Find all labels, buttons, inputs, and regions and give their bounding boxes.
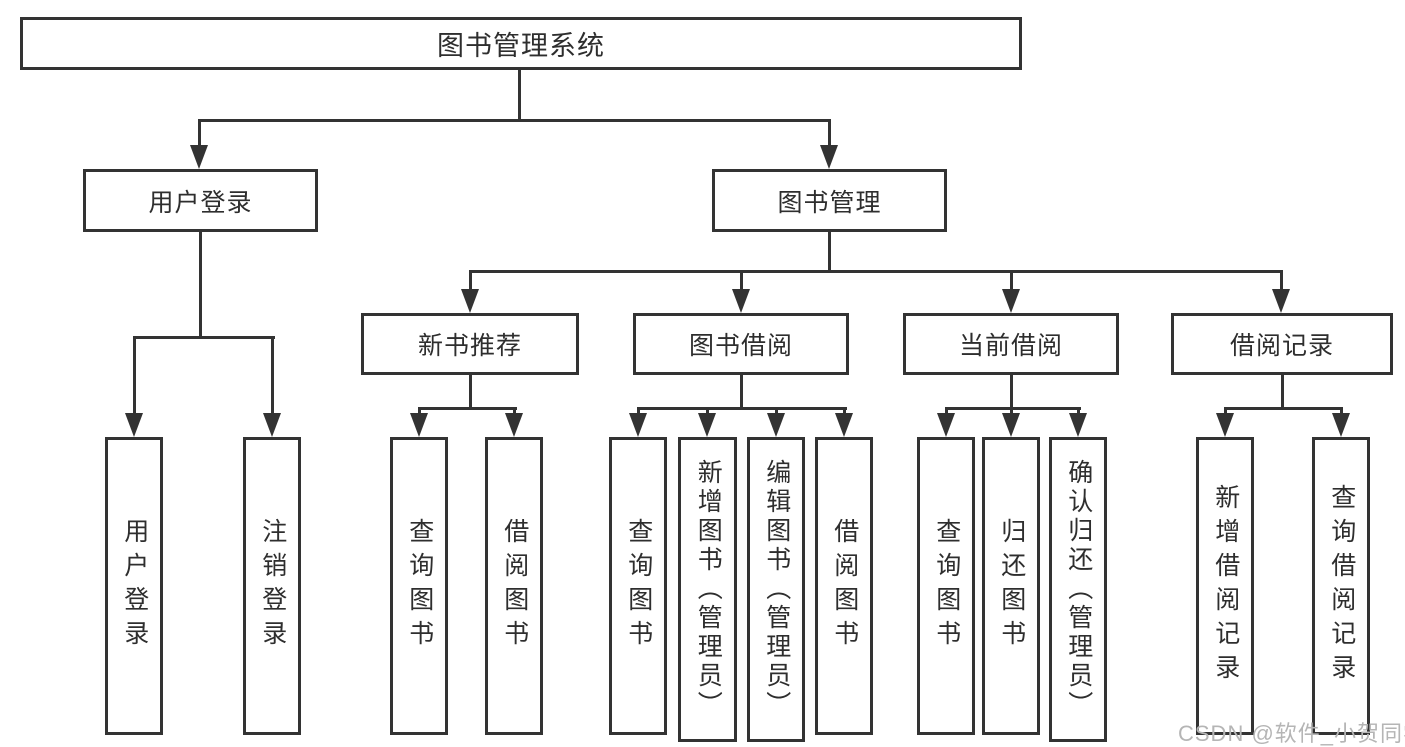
leaf-label: 查询图书 bbox=[624, 518, 653, 654]
connector-line bbox=[1010, 407, 1013, 417]
leaf-add-book-admin: 新增图书（管理员） bbox=[678, 437, 737, 742]
connector-line bbox=[828, 232, 831, 270]
connector-line bbox=[775, 407, 778, 417]
leaf-query-book-recommend: 查询图书 bbox=[390, 437, 448, 735]
connector-line bbox=[1280, 270, 1283, 290]
arrow-down-icon bbox=[1216, 413, 1234, 437]
connector-line bbox=[198, 119, 831, 122]
connector-line bbox=[1224, 407, 1227, 417]
leaf-query-borrow-record: 查询借阅记录 bbox=[1312, 437, 1370, 735]
arrow-down-icon bbox=[505, 413, 523, 437]
connector-line bbox=[843, 407, 846, 417]
leaf-label: 新增图书（管理员） bbox=[694, 459, 723, 720]
node-label: 借阅记录 bbox=[1229, 332, 1334, 360]
connector-line bbox=[740, 270, 743, 290]
leaf-query-book-borrowing: 查询图书 bbox=[609, 437, 667, 735]
connector-line bbox=[469, 270, 472, 290]
leaf-borrow-book: 借阅图书 bbox=[815, 437, 873, 735]
node-book-borrowing: 图书借阅 bbox=[633, 313, 849, 375]
arrow-down-icon bbox=[937, 413, 955, 437]
connector-line bbox=[637, 407, 847, 410]
node-current-borrowing: 当前借阅 bbox=[903, 313, 1119, 375]
arrow-down-icon bbox=[190, 145, 208, 169]
connector-line bbox=[1281, 375, 1284, 407]
connector-line bbox=[1340, 407, 1343, 417]
connector-line bbox=[637, 407, 640, 417]
connector-line bbox=[513, 407, 516, 417]
arrow-down-icon bbox=[1069, 413, 1087, 437]
leaf-confirm-return-admin: 确认归还（管理员） bbox=[1049, 437, 1107, 742]
arrow-down-icon bbox=[1332, 413, 1350, 437]
connector-line bbox=[469, 270, 1283, 273]
connector-line bbox=[199, 232, 202, 336]
arrow-down-icon bbox=[1002, 413, 1020, 437]
connector-line bbox=[1224, 407, 1343, 410]
connector-line bbox=[1010, 270, 1013, 290]
connector-line bbox=[945, 407, 948, 417]
arrow-down-icon bbox=[835, 413, 853, 437]
connector-line bbox=[828, 119, 831, 151]
leaf-label: 确认归还（管理员） bbox=[1064, 459, 1093, 720]
connector-line bbox=[518, 70, 521, 119]
arrow-down-icon bbox=[732, 289, 750, 313]
arrow-down-icon bbox=[767, 413, 785, 437]
leaf-label: 注销登录 bbox=[258, 518, 287, 654]
arrow-down-icon bbox=[125, 413, 143, 437]
csdn-watermark: CSDN @软件_小贺同学 bbox=[1178, 721, 1405, 746]
leaf-label: 借阅图书 bbox=[830, 518, 859, 654]
connector-line bbox=[469, 375, 472, 407]
arrow-down-icon bbox=[698, 413, 716, 437]
connector-line bbox=[418, 407, 517, 410]
node-label: 图书管理 bbox=[777, 188, 882, 217]
leaf-query-book-current: 查询图书 bbox=[917, 437, 975, 735]
leaf-label: 用户登录 bbox=[120, 518, 149, 654]
node-library-management-system: 图书管理系统 bbox=[20, 17, 1022, 70]
connector-line bbox=[418, 407, 421, 417]
arrow-down-icon bbox=[263, 413, 281, 437]
connector-line bbox=[133, 336, 275, 339]
leaf-edit-book-admin: 编辑图书（管理员） bbox=[747, 437, 805, 742]
node-new-book-recommendation: 新书推荐 bbox=[361, 313, 579, 375]
node-label: 图书借阅 bbox=[688, 332, 793, 360]
leaf-label: 查询图书 bbox=[405, 518, 434, 654]
node-label: 当前借阅 bbox=[958, 332, 1063, 360]
arrow-down-icon bbox=[410, 413, 428, 437]
arrow-down-icon bbox=[629, 413, 647, 437]
leaf-user-login: 用户登录 bbox=[105, 437, 163, 735]
node-book-management: 图书管理 bbox=[712, 169, 947, 232]
leaf-label: 借阅图书 bbox=[500, 518, 529, 654]
node-borrowing-records: 借阅记录 bbox=[1171, 313, 1393, 375]
leaf-return-book: 归还图书 bbox=[982, 437, 1040, 735]
arrow-down-icon bbox=[1002, 289, 1020, 313]
arrow-down-icon bbox=[461, 289, 479, 313]
connector-line bbox=[706, 407, 709, 417]
connector-line bbox=[1077, 407, 1080, 417]
connector-line bbox=[740, 375, 743, 407]
leaf-borrow-book-recommend: 借阅图书 bbox=[485, 437, 543, 735]
connector-line bbox=[198, 119, 201, 151]
leaf-label: 新增借阅记录 bbox=[1211, 484, 1240, 688]
leaf-logout: 注销登录 bbox=[243, 437, 301, 735]
connector-line bbox=[133, 336, 136, 414]
connector-line bbox=[945, 407, 1081, 410]
leaf-label: 查询借阅记录 bbox=[1327, 484, 1356, 688]
node-user-login: 用户登录 bbox=[83, 169, 318, 232]
node-label: 新书推荐 bbox=[417, 332, 522, 360]
leaf-label: 归还图书 bbox=[997, 518, 1026, 654]
connector-line bbox=[271, 336, 274, 414]
node-label: 用户登录 bbox=[148, 188, 253, 217]
arrow-down-icon bbox=[820, 145, 838, 169]
leaf-label: 查询图书 bbox=[932, 518, 961, 654]
leaf-add-borrow-record: 新增借阅记录 bbox=[1196, 437, 1254, 735]
connector-line bbox=[1010, 375, 1013, 407]
node-label: 图书管理系统 bbox=[437, 31, 605, 61]
leaf-label: 编辑图书（管理员） bbox=[762, 459, 791, 720]
arrow-down-icon bbox=[1272, 289, 1290, 313]
